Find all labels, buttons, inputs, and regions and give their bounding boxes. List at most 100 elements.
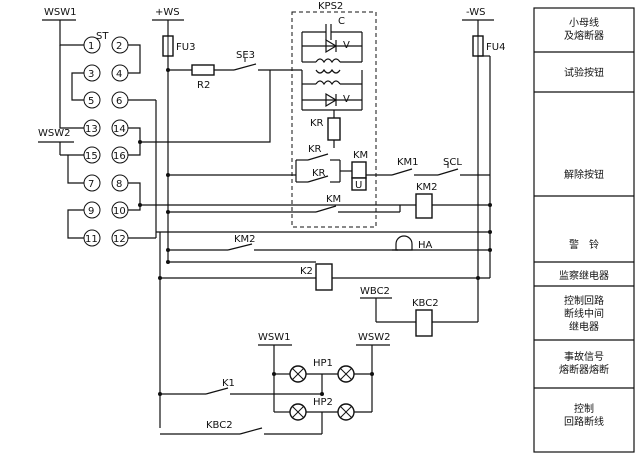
fu3-label: FU3 xyxy=(176,42,195,53)
jumper-8-10 xyxy=(128,182,141,211)
svg-text:8: 8 xyxy=(116,179,122,190)
terminal-9: 9 xyxy=(83,201,101,219)
km1-contact xyxy=(391,168,413,176)
km1-label: KM1 xyxy=(397,157,419,168)
k1-contact xyxy=(205,387,229,395)
svg-text:3: 3 xyxy=(88,69,94,80)
scl-contact xyxy=(437,168,459,176)
hp2-lamp-right xyxy=(337,403,355,421)
kps2-label: KPS2 xyxy=(318,1,343,12)
jumper-9-11 xyxy=(67,209,84,239)
svg-text:7: 7 xyxy=(88,179,94,190)
terminal-5: 5 xyxy=(83,91,101,109)
c-label: C xyxy=(338,16,345,27)
scl-label: SCL xyxy=(443,157,462,168)
wsw1-top-label: WSW1 xyxy=(44,7,77,18)
terminal-11: 11 xyxy=(83,229,101,247)
km2-coil-label: KM2 xyxy=(416,182,438,193)
legend-alarm-bell: 警 铃 xyxy=(569,238,599,251)
svg-text:5: 5 xyxy=(88,96,94,107)
v2-label: V xyxy=(343,94,350,105)
terminal-4: 4 xyxy=(111,64,129,82)
r2-label: R2 xyxy=(197,80,210,91)
ha-bell xyxy=(395,235,413,251)
svg-text:15: 15 xyxy=(85,151,98,162)
test-row: R2 SE3 xyxy=(140,50,302,143)
jumper-15-7 xyxy=(67,155,84,184)
legend-control-circuit-break: 控制回路断线 xyxy=(564,402,604,428)
lamp-section: WSW1 WSW2 HP1 K1 xyxy=(160,332,391,435)
legend-busbar-fuse: 小母线及熔断器 xyxy=(564,16,604,42)
km-contact-label: KM xyxy=(326,194,341,205)
terminal-16: 16 xyxy=(111,146,129,164)
svg-text:16: 16 xyxy=(113,151,126,162)
wsw2-left-label: WSW2 xyxy=(38,128,71,139)
svg-text:12: 12 xyxy=(113,234,126,245)
kr-contact2-label: KR xyxy=(312,168,326,179)
fu4-label: FU4 xyxy=(486,42,505,53)
hp1-lamp-left xyxy=(289,365,307,383)
km-coil-small xyxy=(351,161,367,179)
svg-text:2: 2 xyxy=(116,41,122,52)
terminal-block: ST WSW1 WSW2 1 2 3 4 5 6 13 14 15 16 7 8… xyxy=(38,7,141,247)
u-box xyxy=(351,177,367,191)
k2-label: K2 xyxy=(300,266,313,277)
jumper-wsw1-1 xyxy=(59,42,84,46)
km2-coil xyxy=(415,193,433,219)
hp1-label: HP1 xyxy=(313,358,333,369)
svg-text:14: 14 xyxy=(113,124,126,135)
ws-plus-label: +WS xyxy=(155,7,180,18)
svg-text:11: 11 xyxy=(85,234,98,245)
kps2-relay: KPS2 C V V KR xyxy=(291,1,377,228)
terminal-6: 6 xyxy=(111,91,129,109)
terminal-14: 14 xyxy=(111,119,129,137)
terminal-8: 8 xyxy=(111,174,129,192)
legend-test-button: 试验按钮 xyxy=(564,66,604,79)
jumper-3-5 xyxy=(71,72,84,101)
svg-text:13: 13 xyxy=(85,124,98,135)
legend-table: 小母线及熔断器 试验按钮 解除按钮 警 铃 监察继电器 控制回路断线中间继电器 … xyxy=(533,7,635,453)
svg-text:4: 4 xyxy=(116,69,122,80)
terminal-3: 3 xyxy=(83,64,101,82)
legend-monitor-relay: 监察继电器 xyxy=(559,269,609,282)
wsw1-bottom-label: WSW1 xyxy=(258,332,291,343)
kbc2-coil xyxy=(415,309,433,337)
v1-label: V xyxy=(343,40,350,51)
thyristor-1 xyxy=(325,38,338,54)
terminal-13: 13 xyxy=(83,119,101,137)
ws-minus-label: -WS xyxy=(466,7,485,18)
kr-coil xyxy=(327,117,341,141)
k1-label: K1 xyxy=(222,378,235,389)
se3-switch xyxy=(233,63,257,71)
svg-text:1: 1 xyxy=(88,41,94,52)
kbc2-contact-label: KBC2 xyxy=(206,420,233,431)
terminal-2: 2 xyxy=(111,36,129,54)
jumper-2-4 xyxy=(128,44,141,74)
svg-text:9: 9 xyxy=(88,206,94,217)
power-buses: +WS FU3 -WS FU4 xyxy=(152,7,505,322)
km-coil-small-label: KM xyxy=(353,150,368,161)
terminal-10: 10 xyxy=(111,201,129,219)
k2-coil xyxy=(315,263,333,291)
wsw2-bottom-label: WSW2 xyxy=(358,332,391,343)
terminal-block-label: ST xyxy=(96,31,109,42)
legend-control-break-relay: 控制回路断线中间继电器 xyxy=(564,294,604,333)
relay-rows: KM1 SCL KM2 KM KM2 HA K2 xyxy=(128,99,490,428)
kbc2-bottom-contact xyxy=(239,427,263,435)
jumper-1-13 xyxy=(59,45,84,129)
km-contact xyxy=(315,205,337,213)
kr-contact1-label: KR xyxy=(308,144,322,155)
terminal-12: 12 xyxy=(111,229,129,247)
kr-coil-label: KR xyxy=(310,118,324,129)
se3-label: SE3 xyxy=(236,50,255,61)
kps2-box xyxy=(291,11,377,228)
legend-border xyxy=(533,7,635,453)
terminal-15: 15 xyxy=(83,146,101,164)
svg-text:6: 6 xyxy=(116,96,122,107)
hp2-label: HP2 xyxy=(313,397,333,408)
hp1-lamp-right xyxy=(337,365,355,383)
junctions xyxy=(138,68,492,396)
thyristor-2 xyxy=(325,92,338,108)
r2-resistor xyxy=(191,64,215,76)
